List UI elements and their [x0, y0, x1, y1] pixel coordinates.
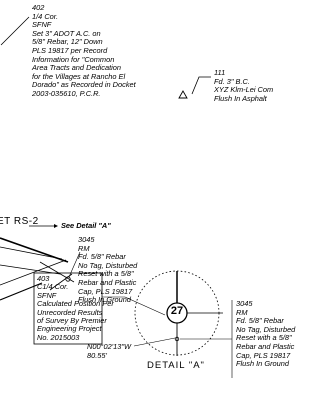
road-line	[0, 282, 43, 301]
note-403-line: Engineering Project	[37, 324, 102, 334]
note-3045-lower-line: Fd. 5/8" Rebar	[236, 316, 284, 326]
note-403-line: Calculated Position Per	[37, 299, 114, 309]
note-3045-lower-line: 3045	[236, 299, 253, 308]
note-402-line: PLS 19817 per Record	[32, 45, 108, 55]
arrowhead	[54, 224, 58, 228]
bearing-direction: N00°02'13"W	[87, 342, 131, 351]
note-3045-lower-line: Rebar and Plastic	[236, 341, 295, 351]
note-402-line: Set 3" ADOT A.C. on	[32, 28, 101, 38]
note-402-line: Area Tracts and Dedication	[32, 63, 122, 73]
note-3045-upper-line: 3045	[78, 235, 95, 244]
bearing-distance: 80.55'	[87, 350, 107, 360]
leader-402	[0, 16, 30, 46]
note-111-line: Fd. 3" B.C.	[214, 76, 250, 86]
bearing-callout: N00°02'13"W 80.55'	[87, 342, 131, 360]
leader-111	[191, 76, 211, 95]
leader-403	[102, 296, 166, 316]
note-402-line: for the Villages at Rancho El	[32, 71, 126, 81]
note-111-line: XYZ Klm-Lei Com	[214, 85, 274, 95]
note-402-line: Dorado" as Recorded in Docket	[32, 80, 136, 90]
note-3045-upper-line: No Tag, Disturbed	[78, 260, 138, 270]
road-line	[39, 261, 75, 283]
note-3045-upper-line: Flush In Ground	[78, 295, 131, 305]
monument-marker	[174, 336, 180, 342]
note-402: 402 1/4 Cor. SFNF Set 3" ADOT A.C. on 5/…	[32, 3, 136, 99]
note-3045-lower-line: RM	[236, 307, 248, 317]
see-detail-label: See Detail "A"	[61, 221, 111, 230]
note-402-line: Information for "Common	[32, 54, 115, 64]
note-402-line: 5/8" Rebar, 12" Down	[32, 37, 103, 47]
note-3045-upper-line: Fd. 5/8" Rebar	[78, 252, 126, 262]
note-3045-upper-line: Cap, PLS 19817	[78, 286, 133, 296]
monument-number: 27	[170, 305, 184, 317]
note-403-line: SFNF	[37, 290, 57, 300]
note-403-line: Unrecorded Results	[37, 307, 103, 317]
note-3045-upper-line: RM	[78, 243, 90, 253]
note-402-line: 1/4 Cor.	[32, 11, 59, 21]
note-3045-upper: 3045 RM Fd. 5/8" Rebar No Tag, Disturbed…	[78, 235, 138, 305]
note-402-line: 402	[32, 3, 45, 12]
monument-marker	[65, 276, 71, 282]
note-111: 111 Fd. 3" B.C. XYZ Klm-Lei Com Flush In…	[214, 68, 274, 103]
note-403-line: of Survey By Premier	[37, 316, 107, 326]
triangle-monument-symbol	[178, 90, 188, 99]
note-3045-lower-line: Flush In Ground	[236, 359, 289, 369]
note-403: 403 C1/4 Cor. SFNF Calculated Position P…	[37, 274, 114, 342]
leader-bearing	[133, 337, 176, 347]
sheet-label: ET RS-2	[0, 216, 39, 227]
note-111-line: 111	[214, 68, 226, 77]
note-3045-upper-line: Reset with a 5/8"	[78, 269, 134, 279]
note-111-line: Flush In Asphalt	[214, 93, 267, 103]
note-3045-lower-line: No Tag, Disturbed	[236, 324, 296, 334]
detail-label: DETAIL "A"	[147, 360, 205, 371]
note-403-line: No. 2015003	[37, 332, 80, 342]
note-403-line: 403	[37, 274, 50, 283]
note-403-box	[33, 272, 103, 345]
note-3045-upper-line: Rebar and Plastic	[78, 277, 137, 287]
note-403-line: C1/4 Cor.	[37, 282, 69, 292]
note-3045-lower-line: Reset with a 5/8"	[236, 333, 292, 343]
note-402-line: SFNF	[32, 20, 52, 30]
boundary-line	[0, 246, 63, 260]
note-402-line: 2003-035610, P.C.R.	[32, 88, 101, 98]
note-3045-lower: 3045 RM Fd. 5/8" Rebar No Tag, Disturbed…	[236, 299, 296, 369]
note-3045-lower-line: Cap, PLS 19817	[236, 350, 291, 360]
road-line	[0, 264, 61, 275]
road-line	[0, 259, 67, 286]
